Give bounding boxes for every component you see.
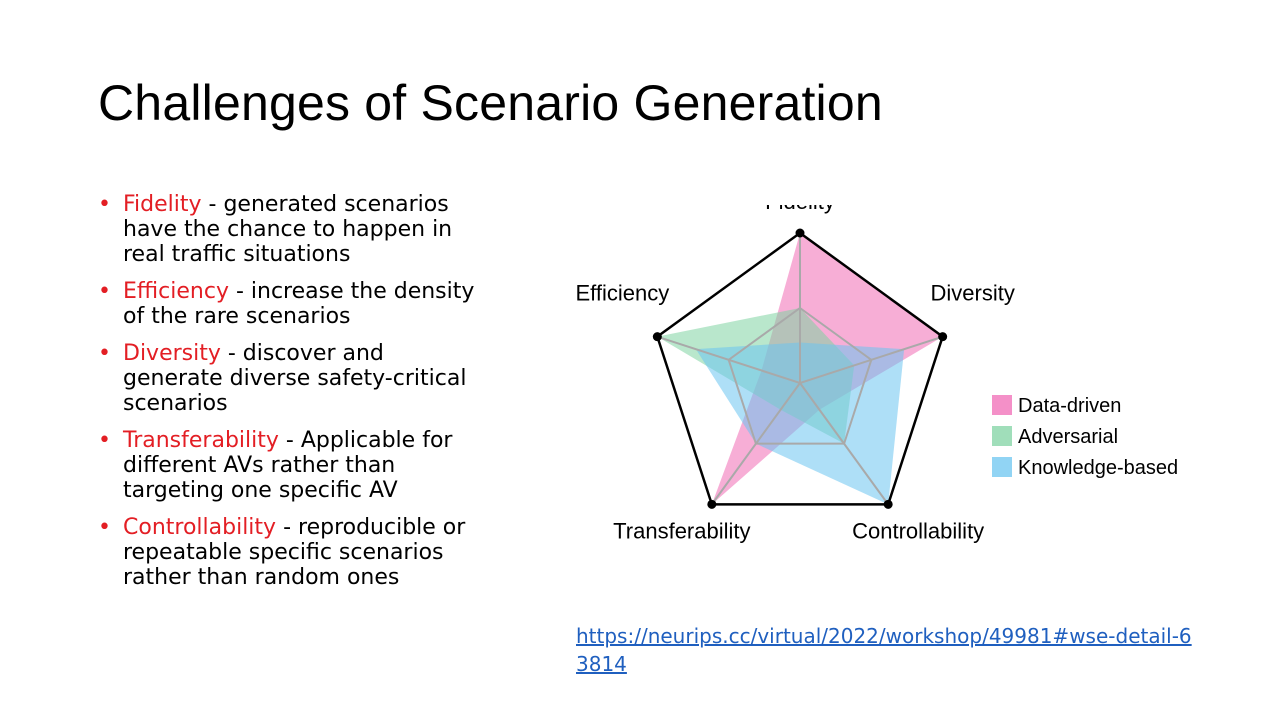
bullet-transferability: • Transferability - Applicable for diffe… bbox=[98, 428, 488, 503]
grid-ring bbox=[727, 306, 873, 445]
bullet-list: • Fidelity - generated scenarios have th… bbox=[98, 192, 488, 602]
radar-outline bbox=[655, 231, 945, 506]
legend-label-data-driven: Data-driven bbox=[1018, 395, 1121, 417]
legend-swatch-data-driven bbox=[992, 395, 1012, 415]
legend-label-knowledge-based: Knowledge-based bbox=[1018, 457, 1178, 479]
bullet-text: - Applicable for different AVs rather th… bbox=[123, 428, 453, 503]
bullet-dot: • bbox=[98, 341, 111, 366]
bullet-fidelity: • Fidelity - generated scenarios have th… bbox=[98, 192, 488, 267]
legend-swatch-adversarial bbox=[992, 426, 1012, 446]
bullet-text: - increase the density of the rare scena… bbox=[123, 279, 475, 329]
axis-label-fidelity: Fidelity bbox=[765, 205, 835, 214]
bullet-term: Efficiency bbox=[123, 279, 229, 304]
radar-chart: FidelityDiversityControllability Transfer… bbox=[575, 205, 1178, 543]
legend-label-adversarial: Adversarial bbox=[1018, 426, 1118, 448]
axis-vertex-dot bbox=[652, 332, 662, 342]
axis-label-efficiency: Efficiency bbox=[575, 281, 669, 306]
grid-spoke bbox=[799, 382, 889, 505]
axis-vertex-dot bbox=[938, 332, 948, 342]
grid-spoke bbox=[711, 382, 801, 505]
bullet-term: Fidelity bbox=[123, 192, 202, 217]
bullet-controllability: • Controllability - reproducible or repe… bbox=[98, 515, 488, 590]
axis-label-controllability: Controllability bbox=[852, 518, 984, 543]
bullet-text: - reproducible or repeatable specific sc… bbox=[123, 515, 466, 590]
axis-label-diversity: Diversity bbox=[930, 281, 1014, 306]
slide-title: Challenges of Scenario Generation bbox=[98, 75, 883, 131]
grid-spoke bbox=[799, 335, 943, 384]
source-link[interactable]: https://neurips.cc/virtual/2022/workshop… bbox=[576, 624, 1192, 676]
legend-swatch-knowledge-based bbox=[992, 457, 1012, 477]
axis-vertex-dot bbox=[795, 228, 805, 238]
axis-label-transferability: Transferability bbox=[613, 518, 750, 543]
bullet-dot: • bbox=[98, 515, 111, 540]
bullet-term: Transferability bbox=[123, 428, 279, 453]
bullet-dot: • bbox=[98, 279, 111, 304]
grid-spoke bbox=[657, 335, 801, 384]
bullet-efficiency: • Efficiency - increase the density of t… bbox=[98, 279, 488, 329]
bullet-dot: • bbox=[98, 428, 111, 453]
axis-vertex-dot bbox=[883, 499, 893, 509]
bullet-term: Controllability bbox=[123, 515, 277, 540]
bullet-term: Diversity bbox=[123, 341, 221, 366]
bullet-dot: • bbox=[98, 192, 111, 217]
series-knowledge-based-area bbox=[695, 342, 905, 505]
bullet-text: - discover and generate diverse safety-c… bbox=[123, 341, 467, 416]
axis-vertex-dot bbox=[707, 499, 717, 509]
bullet-text: - generated scenarios have the chance to… bbox=[123, 192, 453, 267]
bullet-diversity: • Diversity - discover and generate dive… bbox=[98, 341, 488, 416]
